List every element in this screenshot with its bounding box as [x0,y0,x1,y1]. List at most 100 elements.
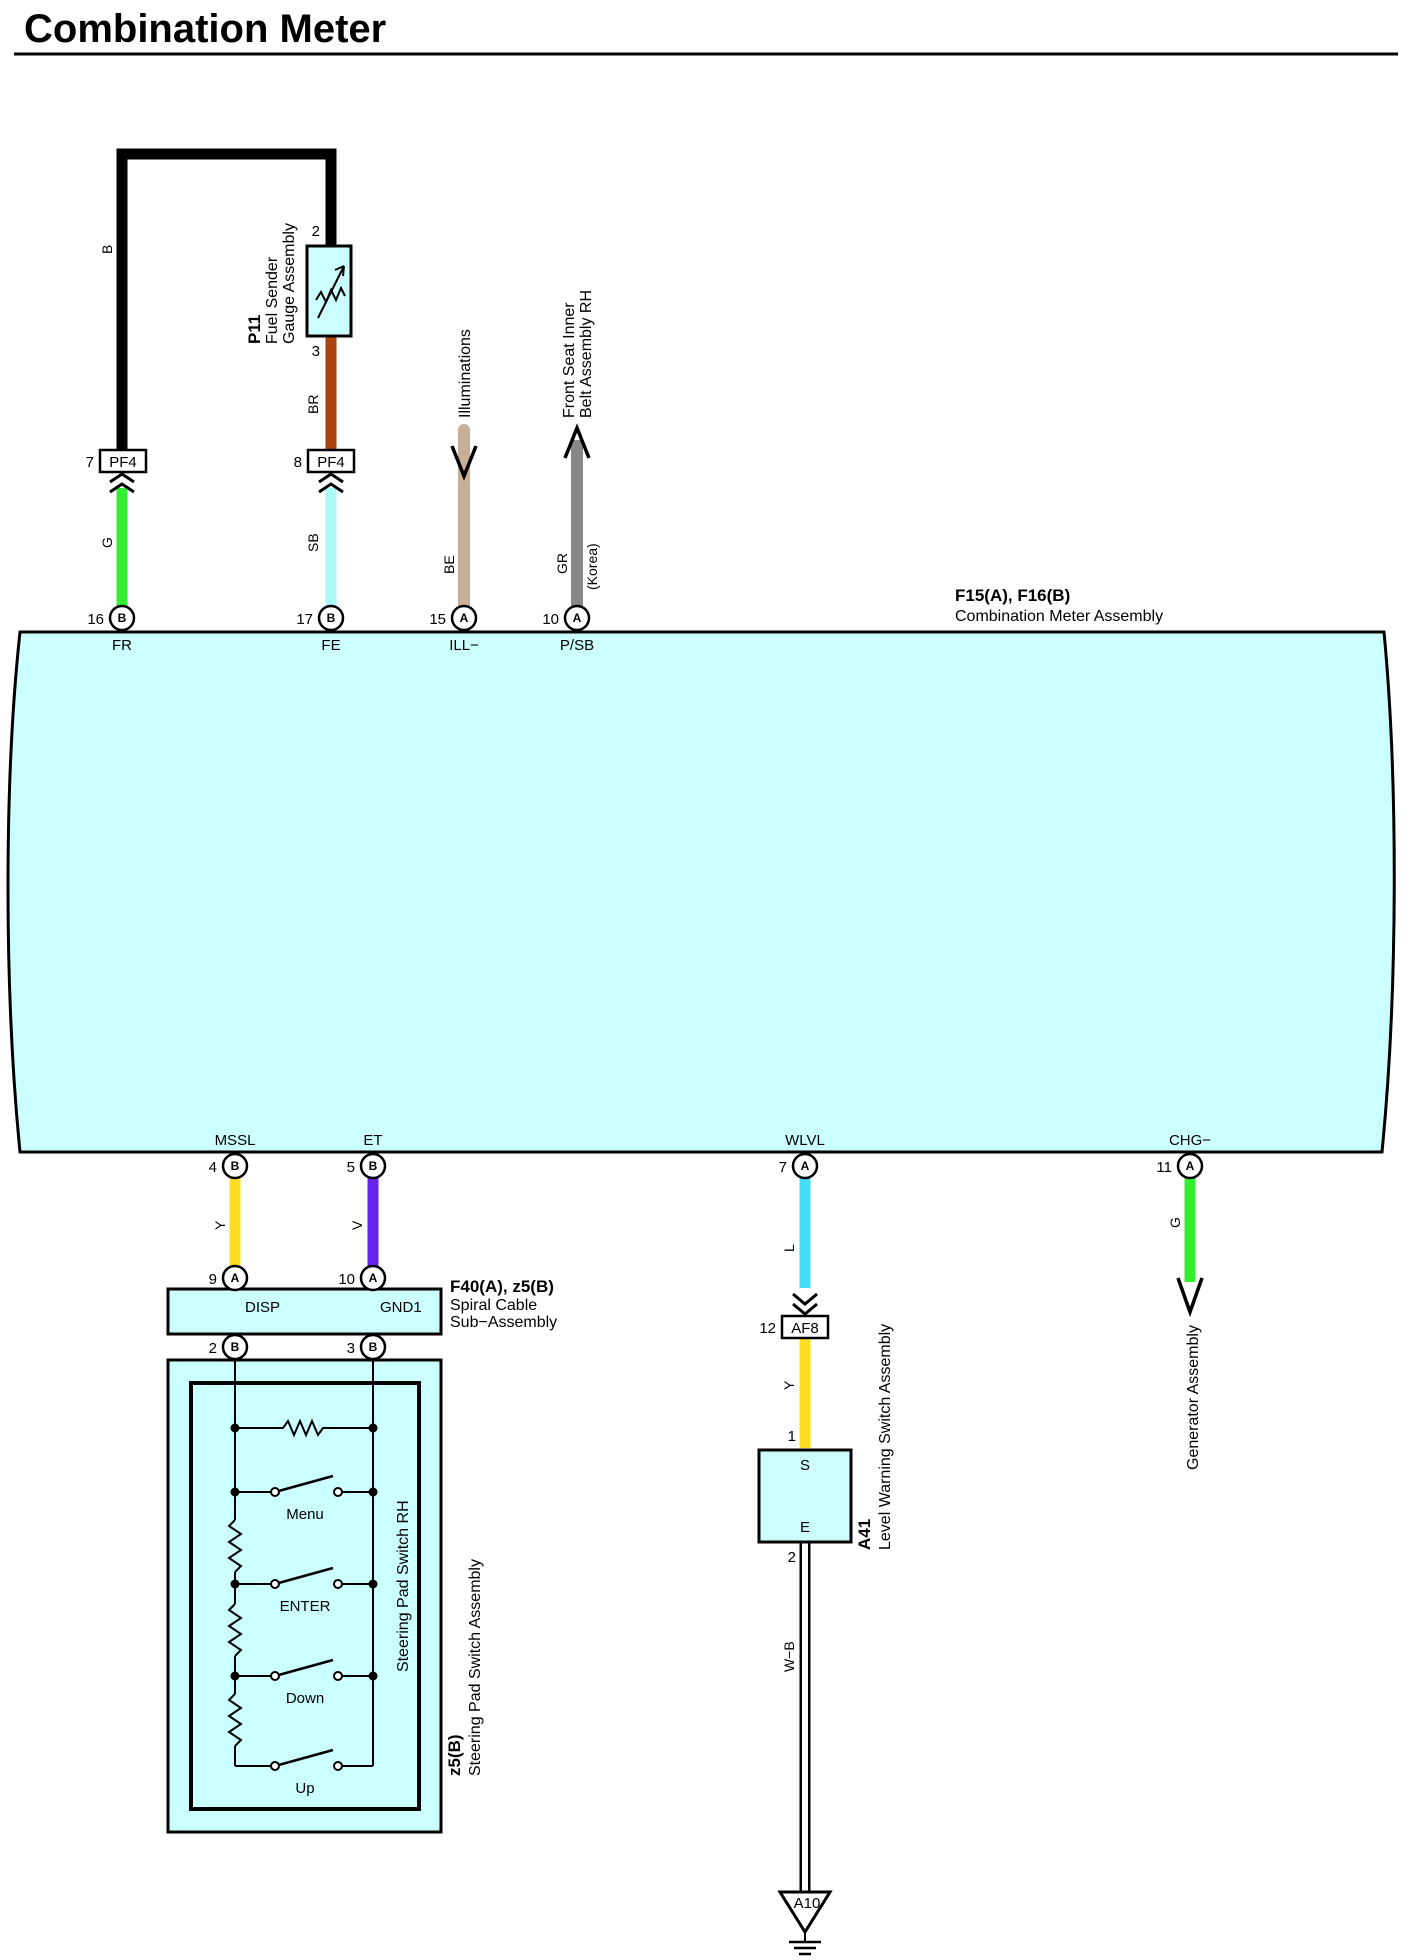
fuel-sender-pin-bottom: 3 [312,343,320,360]
pin-number: 17 [296,611,313,628]
fuel-sender-gauge: 2 3 P11 Fuel Sender Gauge Assembly [245,223,353,360]
wire-label-fr-upper: B [99,245,115,254]
pin-signal: ILL− [449,637,479,654]
pin-number: 3 [347,1340,355,1357]
switch-label: Menu [286,1506,324,1523]
wire-label-et: V [349,1220,365,1230]
page-title: Combination Meter [24,7,386,51]
junction-dot [368,1423,378,1433]
spiral-line2: Sub−Assembly [450,1314,557,1331]
wire-label-wlvl-lower: Y [781,1380,797,1390]
switch-label: Up [295,1780,314,1797]
steering-pad-switch-assembly: Menu ENTER Down Up [166,1358,484,1834]
spiral-line1: Spiral Cable [450,1297,537,1314]
bottom-pin-mssl: MSSL B 4 [209,1132,255,1180]
wire-label-fe-upper: BR [305,395,321,414]
pin-circle [221,1152,249,1180]
pin-circle [450,604,478,632]
switch-up: Up [235,1748,373,1797]
connector-box [98,448,148,474]
double-chevron-icon [109,472,135,494]
arrow-down-icon [450,445,478,481]
spiral-left-label: DISP [245,1299,280,1316]
top-pin-fr: B 16 FR [87,604,136,654]
pin-number: 4 [209,1159,217,1176]
pin-conn: A [369,1271,378,1285]
connector-name: PF4 [109,454,137,471]
resistor-icon [227,1693,243,1747]
combination-meter-body [6,630,1396,1154]
level-switch-bottom-label: E [800,1519,810,1536]
switch-down: Down [235,1658,373,1707]
pin-conn: A [801,1159,810,1173]
pin-signal: ET [363,1132,382,1149]
level-switch-pin-top: 1 [788,1428,796,1445]
level-switch-code: A41 [855,1519,874,1550]
switch-contact [270,1761,280,1771]
connector-pin: 8 [294,454,302,471]
pin-circle [1176,1152,1204,1180]
bottom-pin-chg: CHG− A 11 [1156,1132,1211,1180]
ground-name: A10 [794,1895,821,1912]
wire-label-psb: GR [554,553,570,574]
wire-label-chg: G [1167,1217,1183,1228]
spiral-code: F40(A), z5(B) [450,1277,554,1296]
pin-number: 2 [209,1340,217,1357]
junction-dot [230,1423,240,1433]
switch-contact [333,1761,343,1771]
pin-circle [108,604,136,632]
pin-circle [563,604,591,632]
wire-b-loop [116,148,337,450]
pin-signal: P/SB [560,637,594,654]
meter-name: Combination Meter Assembly [955,608,1163,625]
pin-number: 15 [429,611,446,628]
switch-contact [270,1671,280,1681]
steering-inner-label: Steering Pad Switch RH [395,1500,412,1672]
bottom-pin-wlvl: WLVL A 7 [779,1132,825,1180]
arrow-down-icon [1176,1277,1204,1318]
level-switch-box [757,1448,853,1544]
wire-label-psb-note: (Korea) [584,543,600,590]
double-chevron-icon [318,472,344,494]
pin-conn: B [369,1159,378,1173]
illuminations-label: Illuminations [457,329,474,418]
connector-box [306,448,356,474]
connector-name: AF8 [791,1320,819,1337]
pin-number: 7 [779,1159,787,1176]
resistor-icon [235,1418,373,1438]
level-warning-switch: S E 1 2 A41 Level Warning Switch Assembl… [757,1324,894,1566]
level-switch-top-label: S [800,1457,810,1474]
arrow-up-icon [563,423,591,459]
wire-label-wlvl-upper: L [781,1244,797,1252]
af8-connector: AF8 12 [759,1292,830,1340]
switch-menu: Menu [235,1474,373,1523]
top-pin-ill: A 15 ILL− [429,604,479,654]
pin-number: 9 [209,1271,217,1288]
pin-circle [791,1152,819,1180]
switch-contact [270,1579,280,1589]
connector-box [780,1314,830,1340]
pin-number: 11 [1156,1159,1172,1176]
switch-contact [333,1671,343,1681]
meter-code: F15(A), F16(B) [955,586,1070,605]
resistor-icon [227,1519,243,1573]
pin-conn: A [231,1271,240,1285]
spiral-cable-box [166,1287,443,1336]
steering-code: z5(B) [445,1734,464,1776]
seat-belt-line2: Belt Assembly RH [578,290,595,418]
bottom-pin-et: ET B 5 [347,1132,387,1180]
switch-blade [274,1748,334,1768]
seat-belt-line1: Front Seat Inner [561,302,578,418]
fuel-sender-box [305,244,353,338]
switch-enter: ENTER [235,1566,373,1615]
wire-label-fr-lower: G [99,537,115,548]
ground-triangle [777,1890,833,1935]
resistor-icon [227,1603,243,1657]
spiral-cable: DISP GND1 F40(A), z5(B) Spiral Cable Sub… [166,1264,557,1361]
switch-contact [333,1487,343,1497]
pin-number: 10 [542,611,559,628]
pin-signal: FR [112,637,132,654]
connector-name: PF4 [317,454,345,471]
top-pin-fe: B 17 FE [296,604,345,654]
pf4-left-connector: PF4 7 [86,448,148,494]
